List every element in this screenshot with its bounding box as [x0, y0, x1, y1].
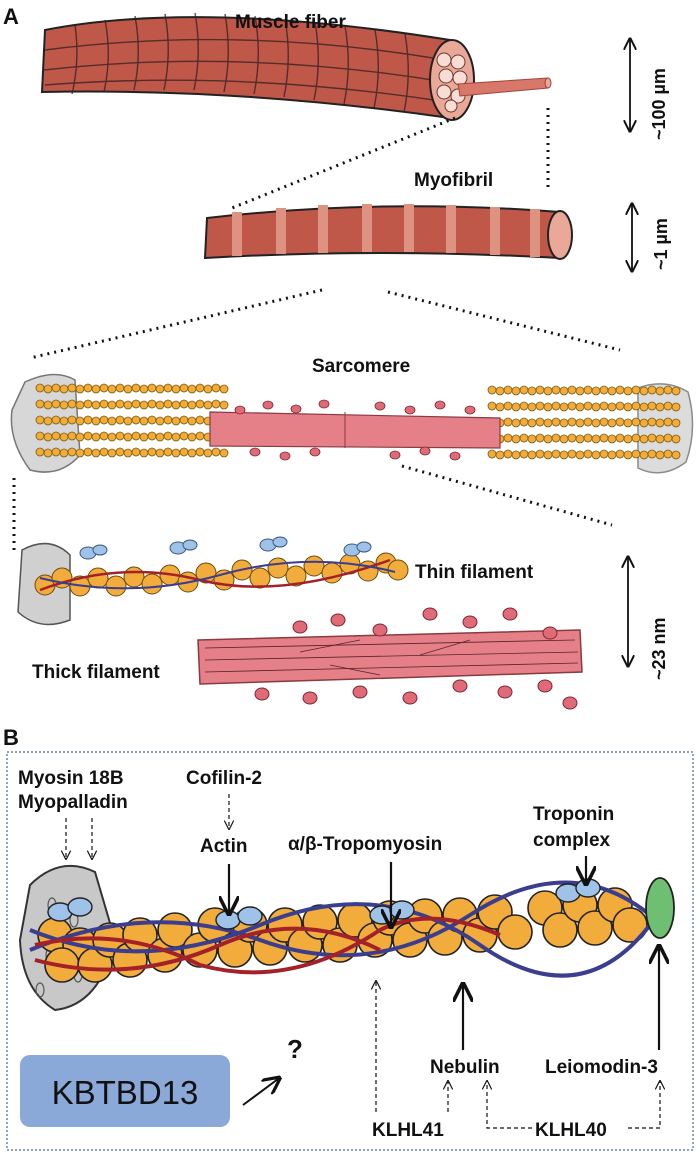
connector-line: [29, 288, 323, 360]
panel-b-letter: B: [3, 725, 19, 750]
leiomodin3-label: Leiomodin-3: [545, 1057, 658, 1078]
myofibril: [203, 204, 573, 260]
thick-filament: [197, 607, 583, 710]
myofibril-label: Myofibril: [414, 170, 493, 191]
troponin-label-line1: Troponin: [533, 804, 614, 825]
panel-b-frame: [6, 751, 694, 1151]
muscle-fiber: [40, 12, 552, 121]
kbtbd13-label: KBTBD13: [52, 1074, 199, 1111]
myosin18b-label: Myosin 18B: [18, 768, 124, 789]
nebulin-strand: [34, 916, 501, 975]
nebulin-label: Nebulin: [430, 1057, 500, 1078]
cofilin2-label: Cofilin-2: [186, 768, 262, 789]
scale-label-fiber: ~100 µm: [649, 68, 669, 140]
nebulin-strand: [34, 926, 381, 972]
thin-filament: [17, 536, 409, 626]
kbtbd13-box: [20, 1055, 230, 1127]
thin-filament-label: Thin filament: [415, 562, 534, 583]
troponin-label-line2: complex: [533, 830, 611, 851]
scale-label-myofibril: ~1 µm: [651, 218, 671, 270]
connector-line: [231, 116, 456, 210]
tropomyosin-strand: [29, 902, 652, 978]
kbtbd13-arrow: [242, 1079, 278, 1106]
klhl40-label: KLHL40: [535, 1120, 607, 1141]
sarcomere-label: Sarcomere: [312, 356, 410, 377]
connector-line: [401, 464, 613, 527]
muscle-fiber-label: Muscle fiber: [235, 12, 346, 33]
tropomyosin-strand: [29, 880, 652, 958]
actin-label: Actin: [200, 836, 248, 857]
klhl41-label: KLHL41: [372, 1120, 444, 1141]
dashed-arrow: [628, 1082, 660, 1129]
tropomyosin-label: α/β-Tropomyosin: [288, 834, 442, 855]
myopalladin-label: Myopalladin: [18, 792, 128, 813]
thick-filament-label: Thick filament: [32, 662, 160, 683]
leiomodin-cap: [645, 877, 675, 939]
panel-a-letter: A: [3, 4, 19, 29]
connector-line: [387, 290, 621, 352]
question-mark: ?: [287, 1034, 303, 1064]
dashed-arrow: [487, 1082, 532, 1129]
scale-label-filament: ~23 nm: [649, 617, 669, 680]
sarcomere: [10, 373, 694, 474]
